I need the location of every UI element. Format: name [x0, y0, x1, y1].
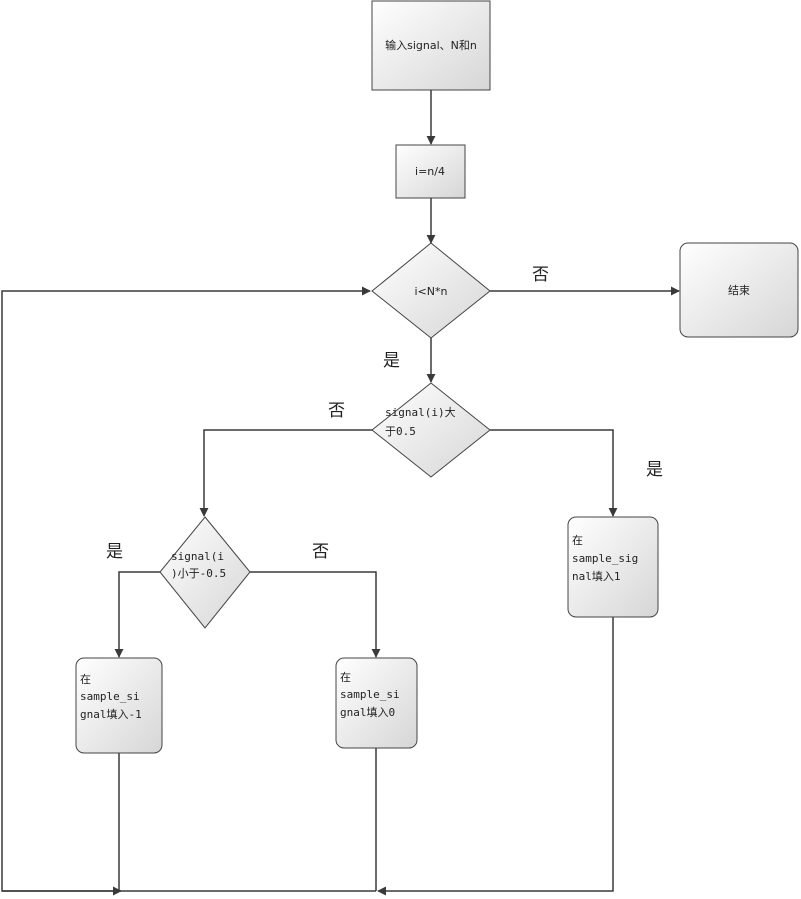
fill-positive-line-2: sample_sig [572, 552, 638, 565]
edge-labels: 否 是 否 是 是 否 [106, 265, 663, 562]
edge-fill-pos-return [377, 617, 614, 896]
label-loop-yes: 是 [383, 351, 400, 371]
label-gt-no: 否 [328, 401, 345, 421]
node-loop-condition: i<N*n [371, 242, 491, 339]
node-fill-zero: 在 sample_si gnal填入0 [335, 657, 418, 749]
init-label: i=n/4 [415, 165, 445, 178]
connectors [1, 90, 680, 896]
label-gt-yes: 是 [646, 460, 663, 480]
node-gt-condition: signal(i)大 于0.5 [371, 382, 491, 478]
fill-negative-line-3: gnal填入-1 [80, 707, 142, 721]
node-lt-condition: signal(i )小于-0.5 [159, 516, 251, 629]
node-input: 输入signal、N和n [371, 0, 491, 91]
gt-condition-line-2: 于0.5 [385, 425, 416, 438]
node-init: i=n/4 [395, 144, 466, 199]
gt-condition-diamond [371, 382, 491, 478]
fill-negative-line-1: 在 [80, 673, 91, 686]
edge-lt-yes-to-fill-neg [114, 571, 160, 658]
lt-condition-diamond [159, 516, 251, 629]
label-lt-yes: 是 [106, 542, 123, 562]
node-fill-negative: 在 sample_si gnal填入-1 [75, 657, 163, 754]
loop-condition-diamond [371, 242, 491, 339]
node-end: 结束 [679, 242, 799, 338]
loop-condition-label: i<N*n [415, 285, 448, 298]
input-label: 输入signal、N和n [385, 38, 477, 52]
input-box [371, 0, 491, 91]
fill-negative-line-2: sample_si [80, 690, 140, 703]
lt-condition-line-2: )小于-0.5 [171, 567, 226, 580]
fill-zero-line-1: 在 [340, 671, 351, 684]
init-box [395, 144, 466, 199]
label-lt-no: 否 [312, 542, 329, 562]
fill-positive-line-3: nal填入1 [572, 569, 621, 583]
end-label: 结束 [728, 284, 750, 297]
end-box [679, 242, 799, 338]
fill-positive-line-1: 在 [572, 534, 583, 547]
label-loop-no: 否 [532, 265, 549, 285]
fill-zero-line-2: sample_si [340, 688, 400, 701]
edge-gt-yes-to-fill-pos [490, 429, 618, 517]
node-fill-positive: 在 sample_sig nal填入1 [567, 516, 659, 618]
gt-condition-line-1: signal(i)大 [385, 405, 456, 419]
lt-condition-line-1: signal(i [171, 550, 224, 563]
fill-zero-box [335, 657, 418, 749]
edge-lt-no-to-fill-zero [250, 571, 381, 658]
fill-positive-box [567, 516, 659, 618]
edge-gt-no-to-lt [199, 429, 372, 517]
fill-negative-box [75, 657, 163, 754]
fill-zero-line-3: gnal填入0 [340, 705, 395, 719]
edge-return-bus-left [1, 286, 376, 892]
